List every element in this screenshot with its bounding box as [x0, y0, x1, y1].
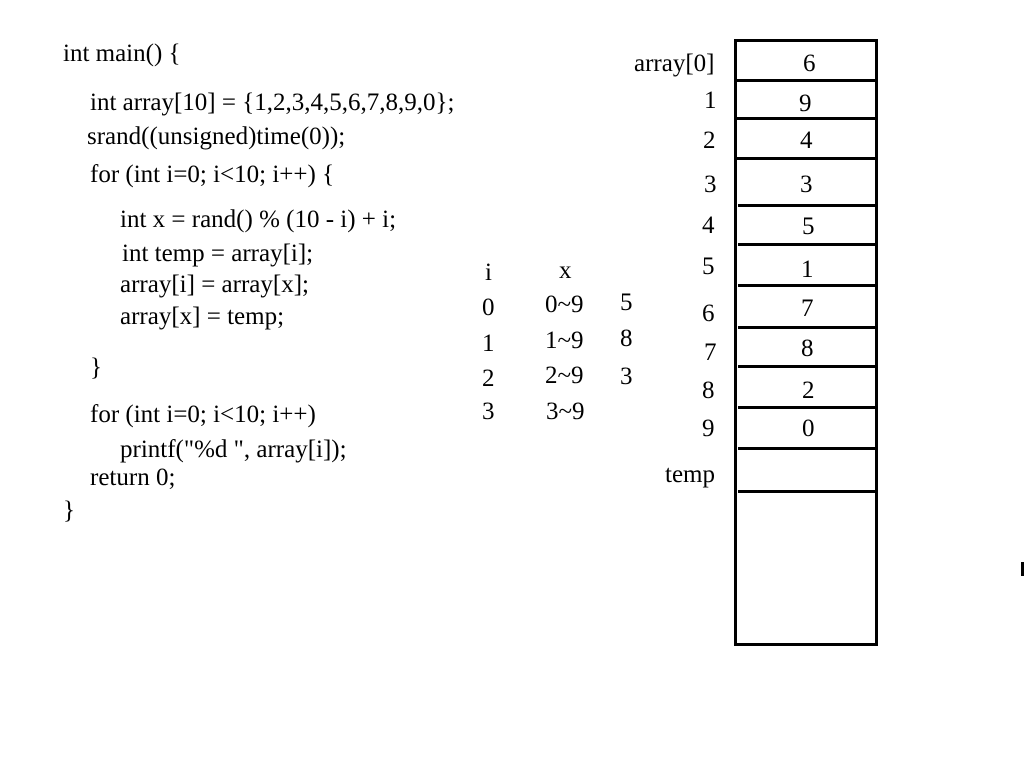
array-cell-value: 0 — [802, 415, 815, 442]
code-line: int temp = array[i]; — [122, 240, 314, 267]
code-line: array[i] = array[x]; — [120, 271, 309, 298]
array-cell-value: 2 — [802, 377, 815, 404]
array-index-label: array[0] — [634, 50, 715, 77]
array-index-label: 7 — [704, 339, 717, 366]
array-cell-value: 9 — [799, 90, 812, 117]
cell-divider — [738, 326, 878, 329]
array-index-label: 2 — [703, 127, 716, 154]
code-line: } — [63, 497, 75, 524]
trace-header-x: x — [559, 257, 572, 284]
trace-cell-i: 1 — [482, 330, 495, 357]
array-index-label: 5 — [702, 253, 715, 280]
array-cell-value: 1 — [801, 256, 814, 283]
code-line: array[x] = temp; — [120, 303, 285, 330]
cell-divider — [734, 157, 878, 160]
code-line: int main() { — [63, 40, 181, 67]
array-index-label: 8 — [702, 377, 715, 404]
cell-divider — [734, 79, 878, 82]
trace-cell-pick: 3 — [620, 363, 633, 390]
cell-divider — [734, 117, 878, 120]
array-cell-value: 6 — [803, 50, 816, 77]
code-line: printf("%d ", array[i]); — [120, 436, 347, 463]
code-line: int x = rand() % (10 - i) + i; — [120, 206, 397, 233]
cell-divider — [738, 447, 878, 450]
code-line: int array[10] = {1,2,3,4,5,6,7,8,9,0}; — [90, 89, 455, 116]
trace-cell-i: 3 — [482, 398, 495, 425]
trace-cell-x: 3~9 — [546, 398, 585, 425]
array-index-label: 1 — [704, 87, 717, 114]
array-index-label: 3 — [704, 171, 717, 198]
array-index-label: 9 — [702, 415, 715, 442]
array-index-label: 6 — [702, 300, 715, 327]
trace-cell-i: 0 — [482, 294, 495, 321]
array-cell-value: 3 — [800, 171, 813, 198]
code-line: for (int i=0; i<10; i++) { — [90, 161, 335, 188]
array-cell-value: 5 — [802, 213, 815, 240]
code-line: } — [90, 354, 102, 381]
edge-mark — [1021, 562, 1024, 576]
cell-divider — [738, 365, 878, 368]
trace-cell-pick: 8 — [620, 325, 633, 352]
code-line: for (int i=0; i<10; i++) — [90, 401, 316, 428]
trace-cell-x: 1~9 — [545, 327, 584, 354]
array-cell-value: 8 — [801, 335, 814, 362]
code-line: srand((unsigned)time(0)); — [87, 123, 346, 150]
cell-divider — [738, 204, 878, 207]
trace-cell-x: 2~9 — [545, 362, 584, 389]
cell-divider — [738, 243, 878, 246]
trace-header-i: i — [485, 259, 492, 286]
array-cell-value: 4 — [800, 127, 813, 154]
temp-label: temp — [665, 461, 715, 488]
trace-cell-i: 2 — [482, 365, 495, 392]
cell-divider — [738, 490, 878, 493]
array-box — [734, 39, 878, 646]
array-index-label: 4 — [702, 212, 715, 239]
cell-divider — [738, 284, 878, 287]
trace-cell-pick: 5 — [620, 289, 633, 316]
array-cell-value: 7 — [801, 295, 814, 322]
cell-divider — [738, 406, 878, 409]
trace-cell-x: 0~9 — [545, 291, 584, 318]
code-line: return 0; — [90, 464, 176, 491]
